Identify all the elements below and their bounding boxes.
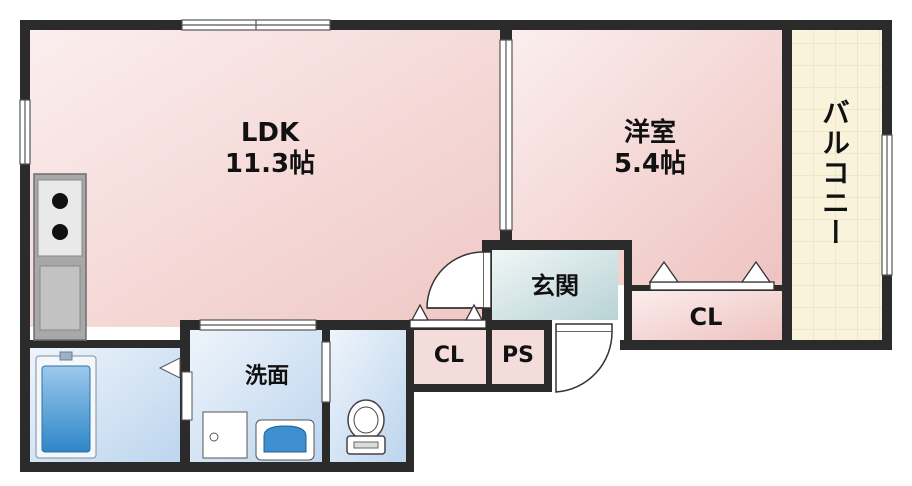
ldk-name: LDK (240, 118, 300, 148)
balcony-floor (790, 30, 884, 340)
closet-doors (409, 260, 775, 329)
room-label-closet-hall: CL (433, 343, 465, 368)
bathtub (35, 351, 181, 459)
room-label-closet-western: CL (689, 303, 723, 331)
entrance-door (426, 251, 613, 393)
room-label-balcony: バルコニー (818, 98, 852, 248)
closet-western-floor (630, 290, 782, 340)
ldk-floor (30, 30, 504, 327)
ldk-size: 11.3帖 (224, 148, 316, 179)
room-label-entrance: 玄関 (531, 272, 579, 300)
pipe-space-floor (492, 330, 544, 384)
sink-icon (39, 265, 81, 331)
washing-machine-icon (202, 411, 248, 459)
windows (19, 19, 893, 403)
washroom-fixtures (181, 371, 315, 461)
entrance-floor (492, 250, 618, 320)
room-label-western: 洋室 5.4帖 (590, 118, 710, 179)
closet-hall-floor (412, 330, 486, 384)
stove-burner-icon (52, 224, 68, 240)
western-name: 洋室 (623, 118, 676, 148)
toilet-icon (346, 399, 386, 455)
western-size: 5.4帖 (613, 148, 687, 179)
room-label-washroom: 洗面 (244, 364, 289, 389)
stove-burner-icon (52, 193, 68, 209)
room-label-ldk: LDK 11.3帖 (210, 118, 330, 179)
kitchen-counter (33, 173, 87, 341)
room-label-pipe-space: PS (502, 343, 534, 368)
